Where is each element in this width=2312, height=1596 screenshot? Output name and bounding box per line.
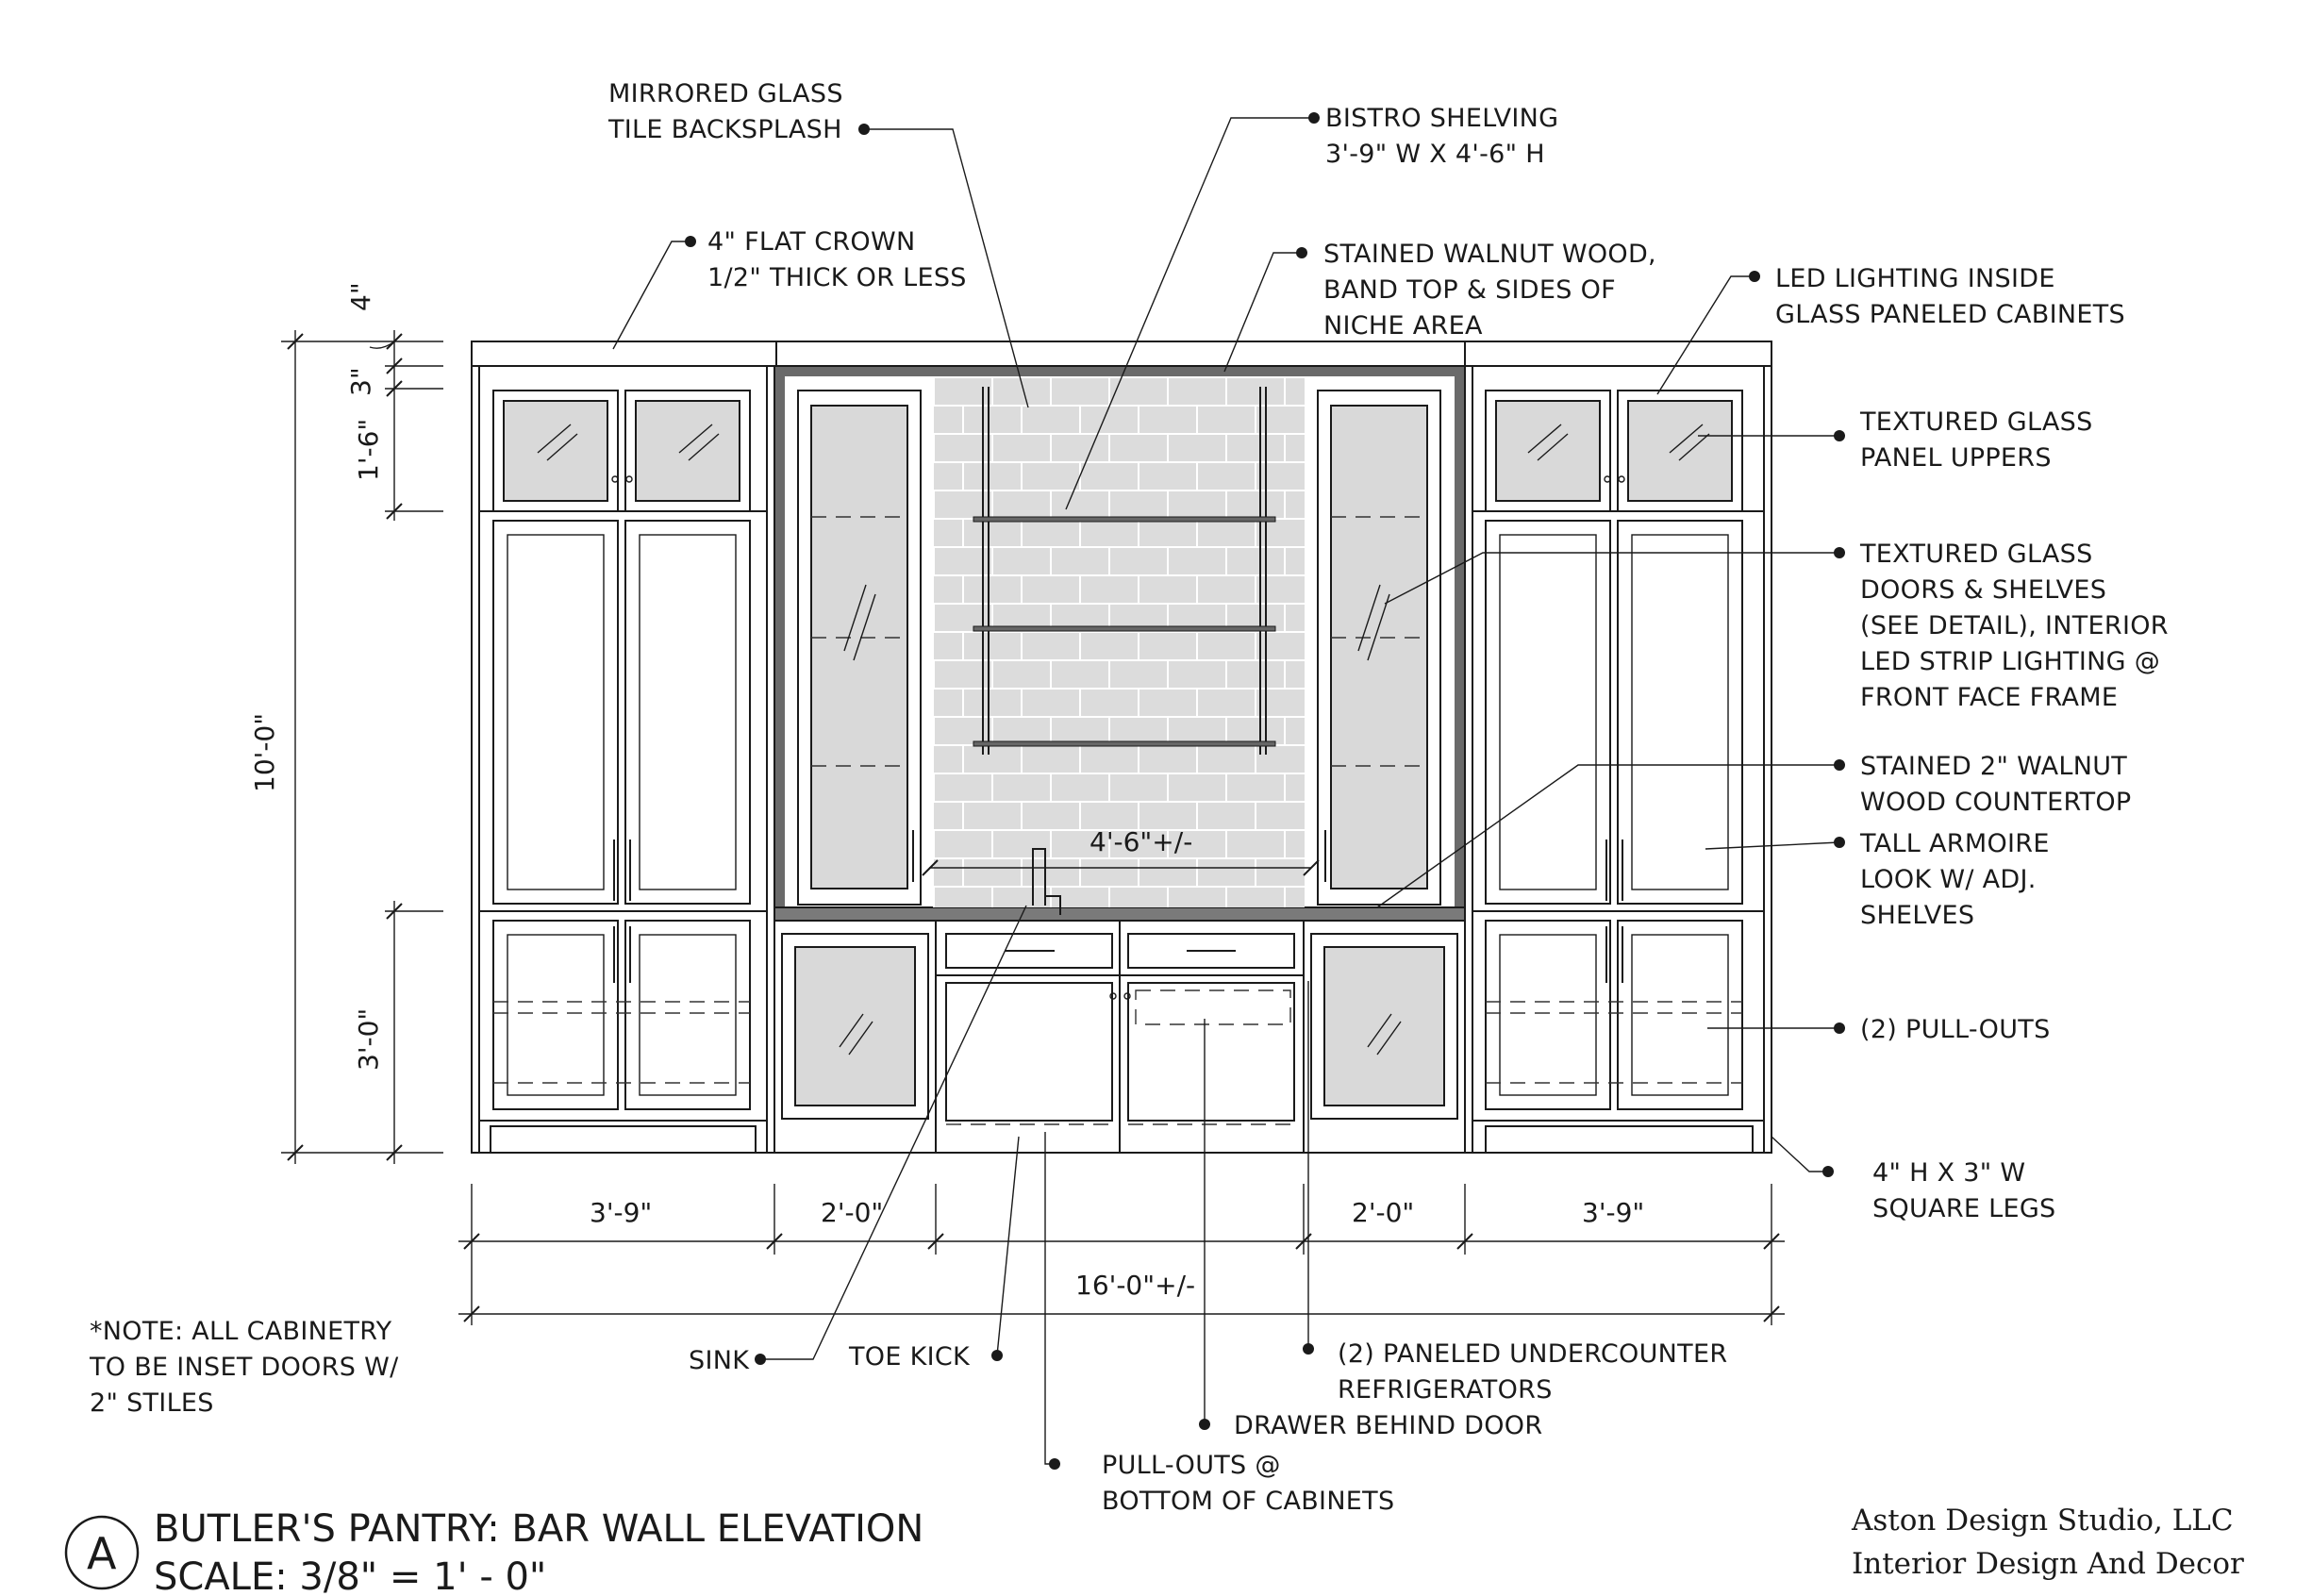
- callout-pullouts-bottom-2: BOTTOM OF CABINETS: [1102, 1487, 1394, 1516]
- callout-textured-uppers-1: TEXTURED GLASS: [1859, 407, 2093, 437]
- callout-backsplash-1: MIRRORED GLASS: [608, 79, 843, 108]
- callout-walnut-band-2: BAND TOP & SIDES OF: [1323, 275, 1616, 305]
- callout-walnut-band-3: NICHE AREA: [1323, 311, 1483, 341]
- view-marker-circle: [64, 1515, 140, 1590]
- callout-sink: SINK: [689, 1346, 750, 1375]
- dim-base-height: 3'-0": [353, 1008, 384, 1071]
- walnut-niche: [773, 365, 1466, 922]
- general-note: *NOTE: ALL CABINETRY TO BE INSET DOORS W…: [89, 1317, 399, 1418]
- dim-overall-height: 10'-0": [249, 713, 280, 792]
- faucet: [1032, 848, 1061, 915]
- callout-textured-doors-1: TEXTURED GLASS: [1859, 540, 2093, 569]
- cabinetry-elevation: [471, 341, 1772, 1154]
- drawing-title: BUTLER'S PANTRY: BAR WALL ELEVATION: [154, 1507, 923, 1551]
- callout-countertop-1: STAINED 2" WALNUT: [1860, 752, 2127, 781]
- title-block: A BUTLER'S PANTRY: BAR WALL ELEVATION SC…: [64, 1504, 2244, 1596]
- callout-pullouts: (2) PULL-OUTS: [1860, 1015, 2051, 1044]
- dim-niche-width: 4'-6"+/-: [1089, 826, 1192, 857]
- dim-right-width: 3'-9": [1582, 1197, 1644, 1228]
- dimension-lines: [281, 330, 1785, 1325]
- callout-textured-uppers-2: PANEL UPPERS: [1860, 443, 2052, 473]
- callout-textured-doors-2: DOORS & SHELVES: [1860, 575, 2106, 605]
- callout-textured-doors-3: (SEE DETAIL), INTERIOR: [1860, 611, 2169, 640]
- dim-left-mid-width: 2'-0": [821, 1197, 883, 1228]
- dim-crown-height: 4": [345, 282, 376, 311]
- callout-textured-doors-4: LED STRIP LIGHTING @: [1860, 647, 2160, 676]
- note-line-1: *NOTE: ALL CABINETRY: [90, 1317, 392, 1346]
- callout-refrigerators-1: (2) PANELED UNDERCOUNTER: [1338, 1339, 1727, 1369]
- dim-overall-width: 16'-0"+/-: [1075, 1270, 1195, 1301]
- callout-textured-doors-5: FRONT FACE FRAME: [1860, 683, 2118, 712]
- dim-left-width: 3'-9": [590, 1197, 652, 1228]
- callout-toe-kick: TOE KICK: [848, 1342, 971, 1372]
- mirrored-tile-backsplash: [933, 376, 1305, 907]
- callout-legs-2: SQUARE LEGS: [1872, 1194, 2056, 1223]
- view-marker-letter: A: [87, 1528, 117, 1579]
- left-tall-cabinet: [471, 365, 775, 1154]
- firm-tagline: Interior Design And Decor: [1852, 1547, 2244, 1581]
- callout-countertop-2: WOOD COUNTERTOP: [1860, 788, 2132, 817]
- callout-led-1: LED LIGHTING INSIDE: [1775, 264, 2055, 293]
- callout-walnut-band-1: STAINED WALNUT WOOD,: [1323, 240, 1656, 269]
- backsplash-field: [934, 377, 1305, 907]
- callout-crown-2: 1/2" THICK OR LESS: [707, 263, 967, 292]
- firm-name: Aston Design Studio, LLC: [1851, 1504, 2234, 1538]
- bistro-shelving: [973, 387, 1276, 755]
- callout-led-2: GLASS PANELED CABINETS: [1775, 300, 2125, 329]
- callout-bistro-2: 3'-9" W X 4'-6" H: [1325, 140, 1545, 169]
- callout-crown-1: 4" FLAT CROWN: [707, 227, 915, 257]
- callout-legs-1: 4" H X 3" W: [1872, 1158, 2025, 1188]
- callout-bistro-1: BISTRO SHELVING: [1325, 104, 1558, 133]
- center-base-cabinets: [773, 920, 1466, 1154]
- leader-lines: [612, 112, 1845, 1470]
- note-line-2: TO BE INSET DOORS W/: [89, 1353, 399, 1382]
- callout-backsplash-2: TILE BACKSPLASH: [607, 115, 842, 144]
- callout-armoire-3: SHELVES: [1860, 901, 1974, 930]
- dim-upper: 1'-6": [353, 419, 384, 481]
- callout-armoire-2: LOOK W/ ADJ.: [1860, 865, 2037, 894]
- note-line-3: 2" STILES: [90, 1388, 214, 1418]
- callout-labels: MIRRORED GLASS TILE BACKSPLASH BISTRO SH…: [607, 79, 2169, 1516]
- callout-drawer: DRAWER BEHIND DOOR: [1234, 1411, 1542, 1440]
- drawing-scale: SCALE: 3/8" = 1' - 0": [154, 1555, 546, 1596]
- dim-right-mid-width: 2'-0": [1352, 1197, 1414, 1228]
- callout-pullouts-bottom-1: PULL-OUTS @: [1102, 1451, 1281, 1480]
- flat-crown: [471, 341, 1772, 367]
- dim-band: 3": [345, 367, 376, 396]
- right-tall-cabinet: [1464, 365, 1772, 1154]
- dimension-labels: 4" 3" 1'-6" 10'-0" 3'-0" 4'-6"+/- 3'-9" …: [249, 282, 1644, 1301]
- callout-refrigerators-2: REFRIGERATORS: [1338, 1375, 1553, 1405]
- callout-armoire-1: TALL ARMOIRE: [1859, 829, 2050, 858]
